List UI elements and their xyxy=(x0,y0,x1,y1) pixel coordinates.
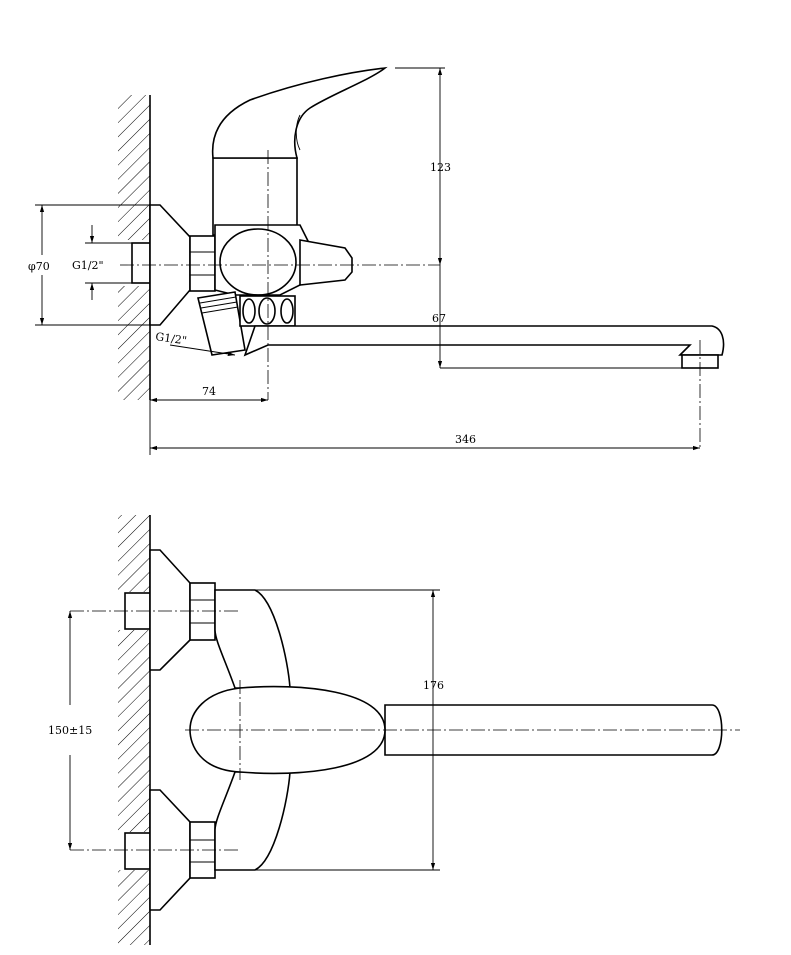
nut xyxy=(189,235,216,292)
shower-outlet-thread xyxy=(197,291,246,356)
body-width-label: 176 xyxy=(423,679,444,692)
height-label: 123 xyxy=(430,161,451,174)
wall-to-body-label: 74 xyxy=(202,385,216,398)
handle-lever xyxy=(211,66,388,159)
upper-flange xyxy=(149,549,191,671)
inlet-thread-label: G1/2" xyxy=(72,259,104,272)
flange-diameter-label: φ70 xyxy=(28,260,50,273)
diverter-ring xyxy=(239,295,296,327)
body-column xyxy=(212,157,298,236)
spout xyxy=(384,704,723,756)
total-reach-label: 346 xyxy=(455,433,476,446)
spout-height-label: 67 xyxy=(432,312,446,325)
diverter-cone xyxy=(299,239,353,286)
side-view: 123 67 φ70 G1/2" G1/2" 74 346 xyxy=(28,66,725,455)
handle xyxy=(189,685,386,775)
inlet-spacing-label: 150±15 xyxy=(48,724,92,737)
outlet-thread-label: G1/2" xyxy=(155,330,188,347)
inlet-pipe xyxy=(131,242,151,284)
spout xyxy=(243,325,725,357)
top-view: 176 150±15 xyxy=(48,515,740,945)
valve-body xyxy=(214,224,311,296)
